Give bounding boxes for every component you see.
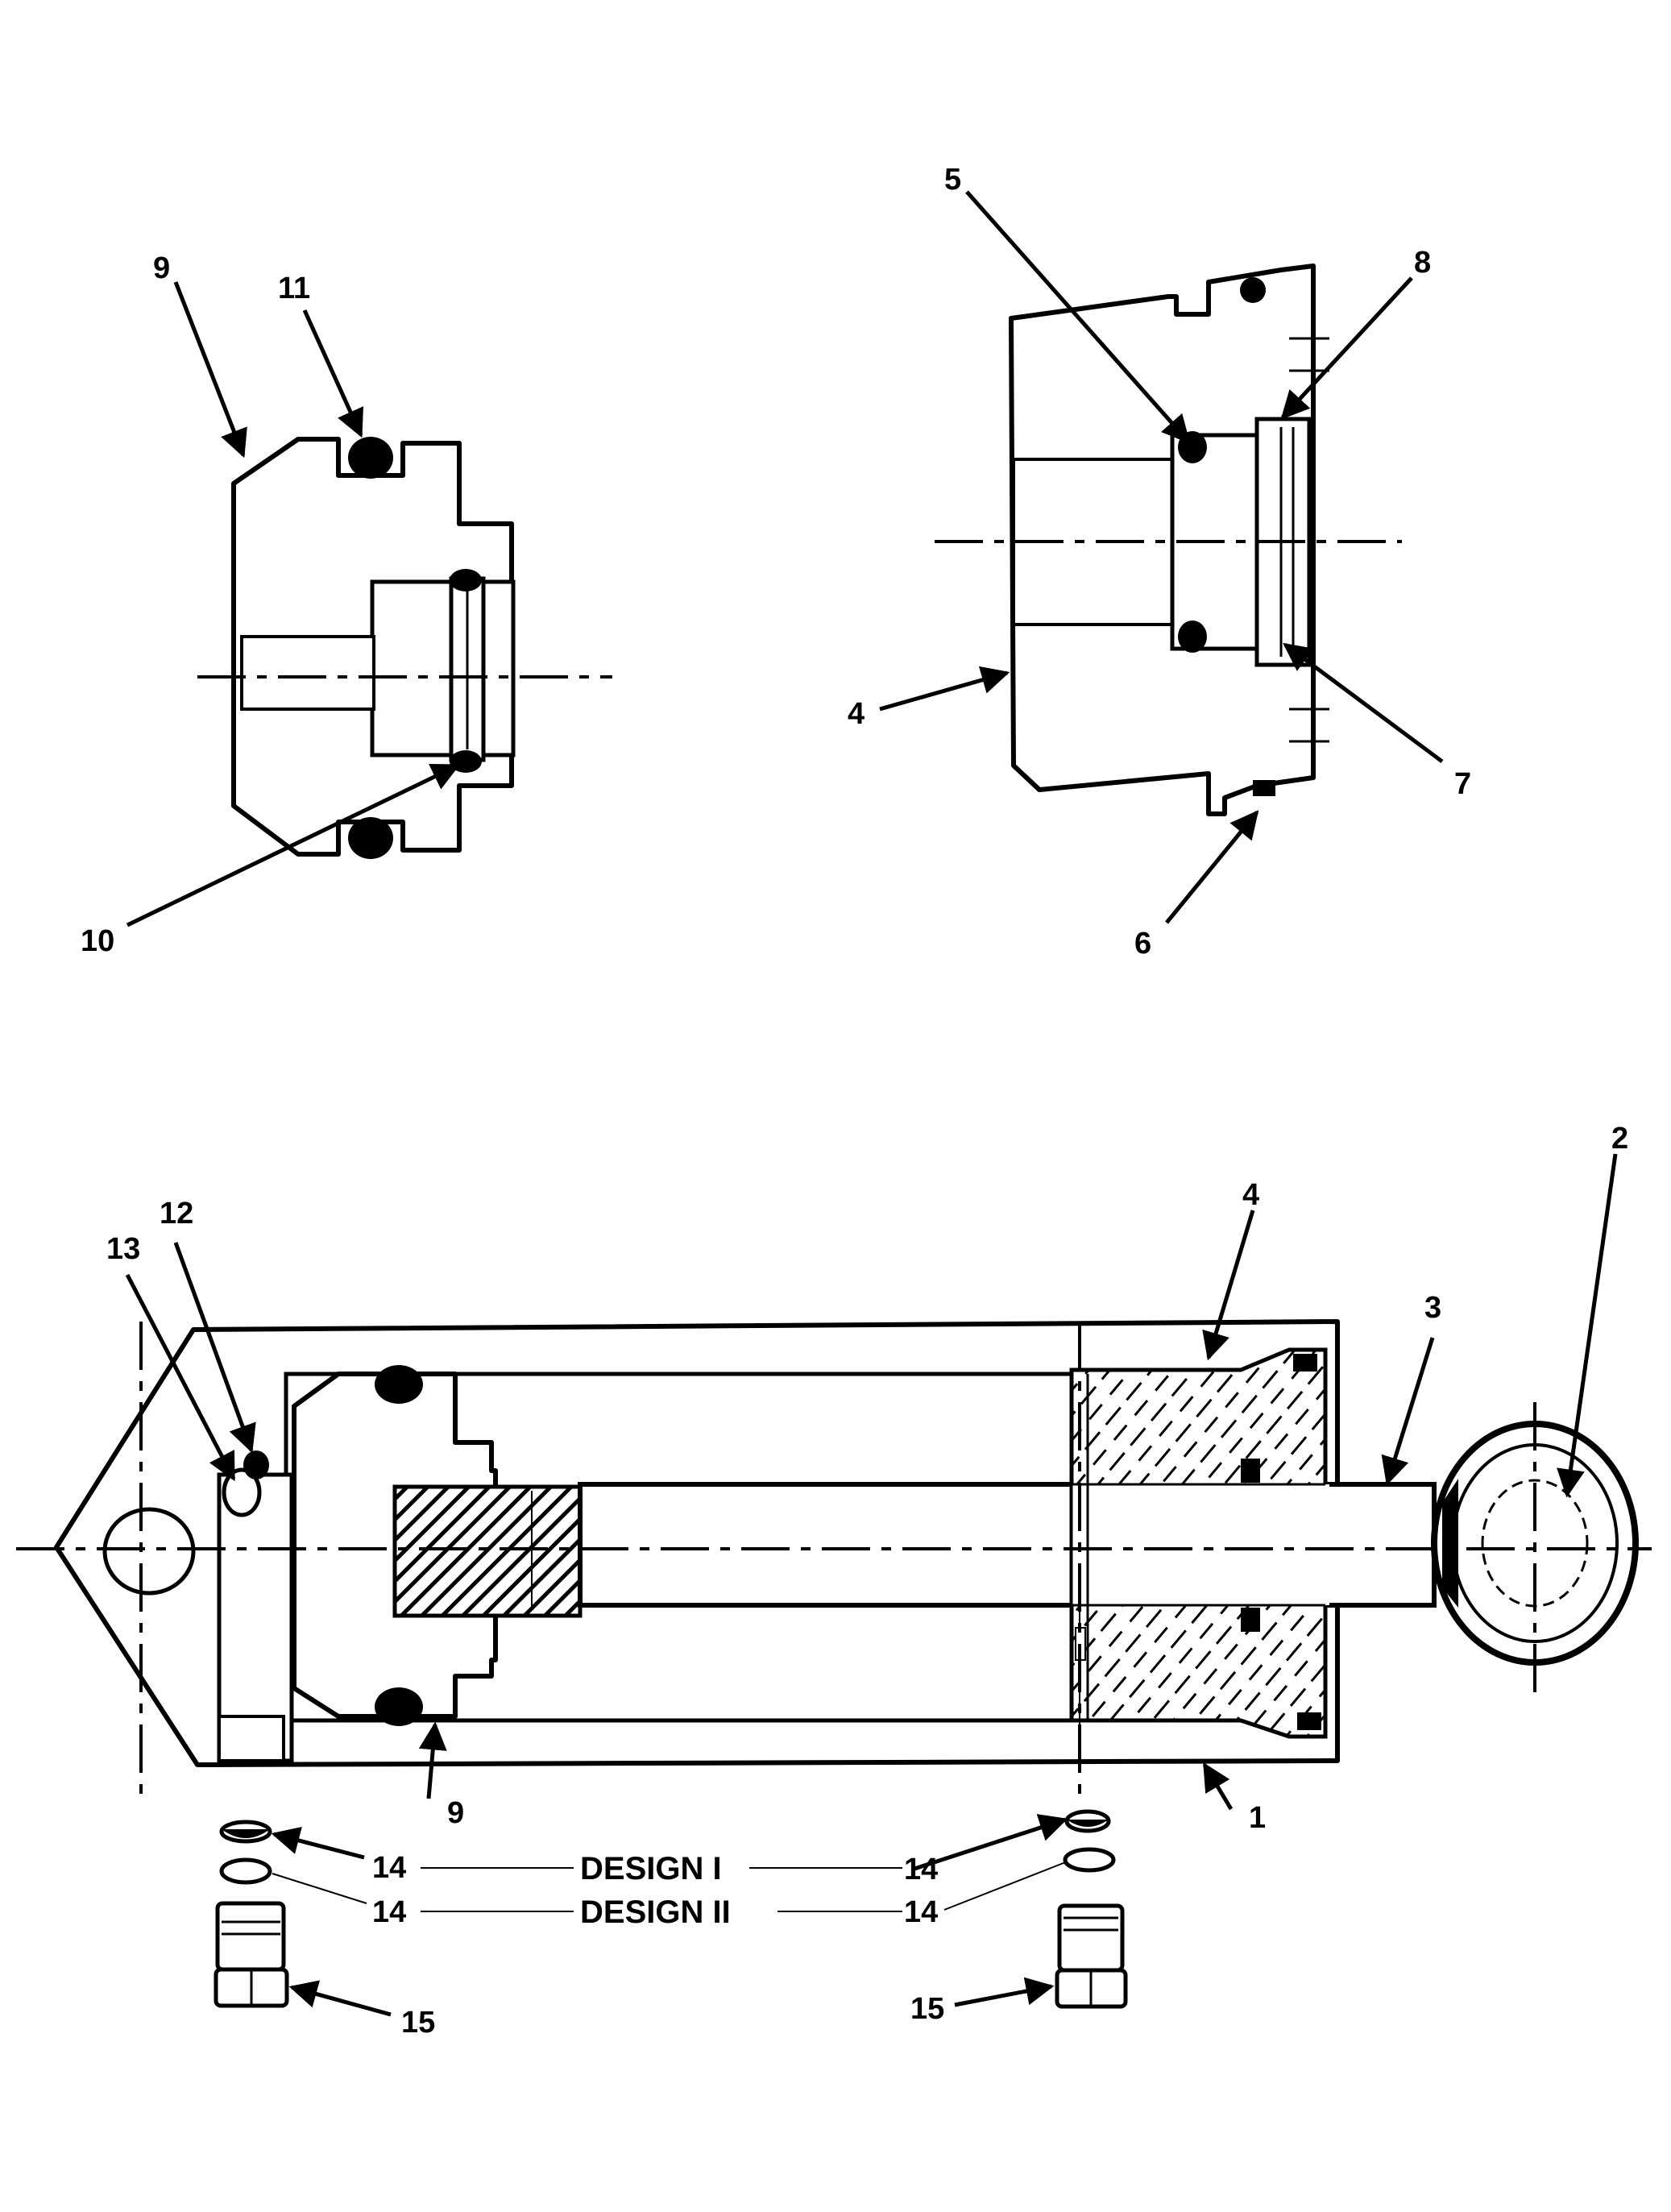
gland-seal-bottom <box>1241 1608 1260 1632</box>
cylinder-assembly <box>16 1319 1652 1797</box>
design-1-label: DESIGN I <box>580 1851 722 1886</box>
callout-3: 3 <box>1424 1291 1441 1325</box>
piston-bore <box>370 579 516 757</box>
left-plug-body <box>215 1901 286 1972</box>
design-2-label: DESIGN II <box>580 1895 731 1930</box>
gland-seal-top <box>1241 1459 1260 1483</box>
gland-detail <box>935 264 1402 816</box>
callout-9-top: 9 <box>153 251 170 285</box>
gland-seal-6 <box>1253 780 1275 796</box>
piston-o-ring-top <box>348 437 393 479</box>
port-fitting-seat <box>218 1715 285 1762</box>
gland-seal-5-bottom <box>1178 620 1207 653</box>
left-o-ring-design-2 <box>219 1857 272 1885</box>
piston-rod-nut <box>392 1484 583 1618</box>
callout-13: 13 <box>106 1232 140 1266</box>
callout-15-left: 15 <box>401 2006 435 2040</box>
assembly-piston-ring-bottom <box>375 1687 423 1726</box>
callout-14-d: 14 <box>904 1895 938 1929</box>
callout-4-top: 4 <box>848 697 865 731</box>
callout-7: 7 <box>1454 767 1471 801</box>
assembly-piston <box>292 1372 498 1719</box>
cap-end-pin-bore <box>102 1507 196 1596</box>
callout-11: 11 <box>278 272 310 305</box>
piston-body <box>231 437 514 857</box>
callout-5: 5 <box>944 163 961 197</box>
gland-seal-top-ring <box>1240 277 1266 303</box>
callout-8: 8 <box>1414 246 1431 280</box>
piston-rod-passage <box>240 635 375 711</box>
left-port-fittings <box>214 1820 289 2008</box>
leader-lines <box>125 190 1618 2017</box>
callout-12: 12 <box>160 1197 193 1231</box>
gland-body <box>1009 264 1316 816</box>
right-port-fittings <box>1055 1809 1128 2009</box>
callout-6: 6 <box>1134 927 1151 961</box>
callout-14-b: 14 <box>372 1895 406 1929</box>
callout-2: 2 <box>1611 1122 1628 1156</box>
callout-9-bottom: 9 <box>447 1796 464 1830</box>
callout-14-a: 14 <box>372 1851 406 1885</box>
callout-labels: 9 11 10 5 8 4 7 6 12 13 4 3 2 9 1 14 14 … <box>81 163 1628 2040</box>
right-o-ring-design-2 <box>1063 1847 1116 1873</box>
piston-o-ring-bottom <box>348 817 393 859</box>
callout-4-bottom: 4 <box>1242 1178 1259 1212</box>
callout-14-c: 14 <box>904 1853 938 1886</box>
callout-1: 1 <box>1249 1801 1266 1835</box>
callout-10: 10 <box>81 924 114 958</box>
piston-detail <box>197 437 612 859</box>
callout-15-right: 15 <box>910 1992 944 2026</box>
assembly-piston-ring-top <box>375 1365 423 1404</box>
right-plug-body <box>1057 1903 1125 1973</box>
rod-eye-shoulder <box>1442 1479 1458 1608</box>
